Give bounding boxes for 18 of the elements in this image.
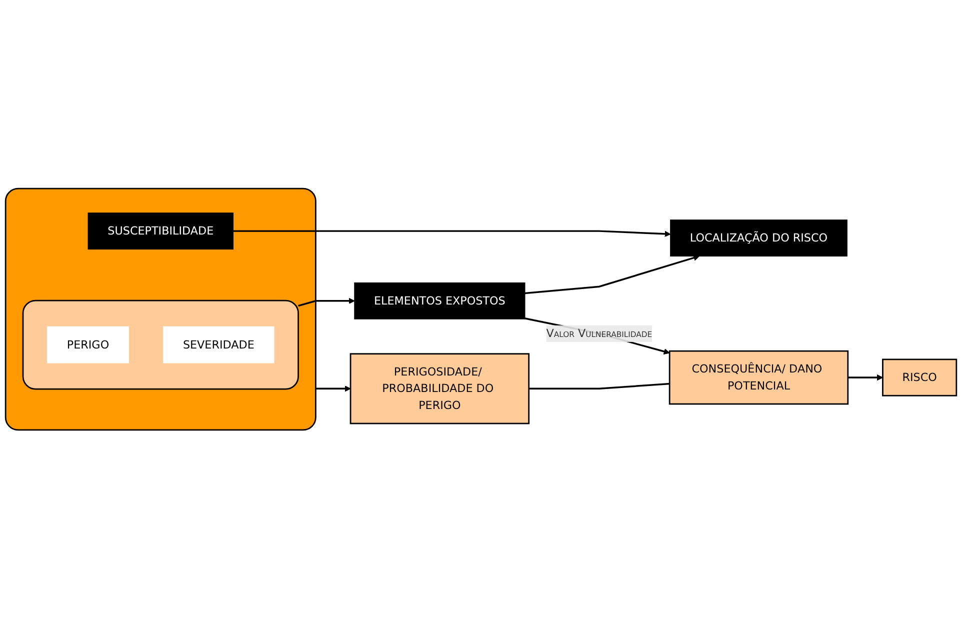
node-box: SEVERIDADE <box>163 326 274 364</box>
node-box: LOCALIZAÇÃO DO RISCO <box>670 220 848 257</box>
connector <box>528 383 670 390</box>
node-box: RISCO <box>882 358 958 397</box>
arrow <box>524 255 700 294</box>
node-box: ELEMENTOS EXPOSTOS <box>354 282 526 320</box>
node-box: CONSEQUÊNCIA/ DANO POTENCIAL <box>668 350 849 405</box>
arrow <box>233 230 671 238</box>
cluster <box>4 188 316 431</box>
node-box: PERIGO <box>47 326 129 364</box>
arrow <box>848 374 884 381</box>
edge-label: Valor Vulnerabilidade <box>546 326 652 340</box>
arrow <box>524 318 670 355</box>
arrow <box>298 298 355 307</box>
node-box: SUSCEPTIBILIDADE <box>88 212 234 250</box>
arrow <box>316 386 351 392</box>
node-box: PERIGOSIDADE/ PROBABILIDADE DO PERIGO <box>350 353 530 424</box>
cluster <box>22 300 299 390</box>
